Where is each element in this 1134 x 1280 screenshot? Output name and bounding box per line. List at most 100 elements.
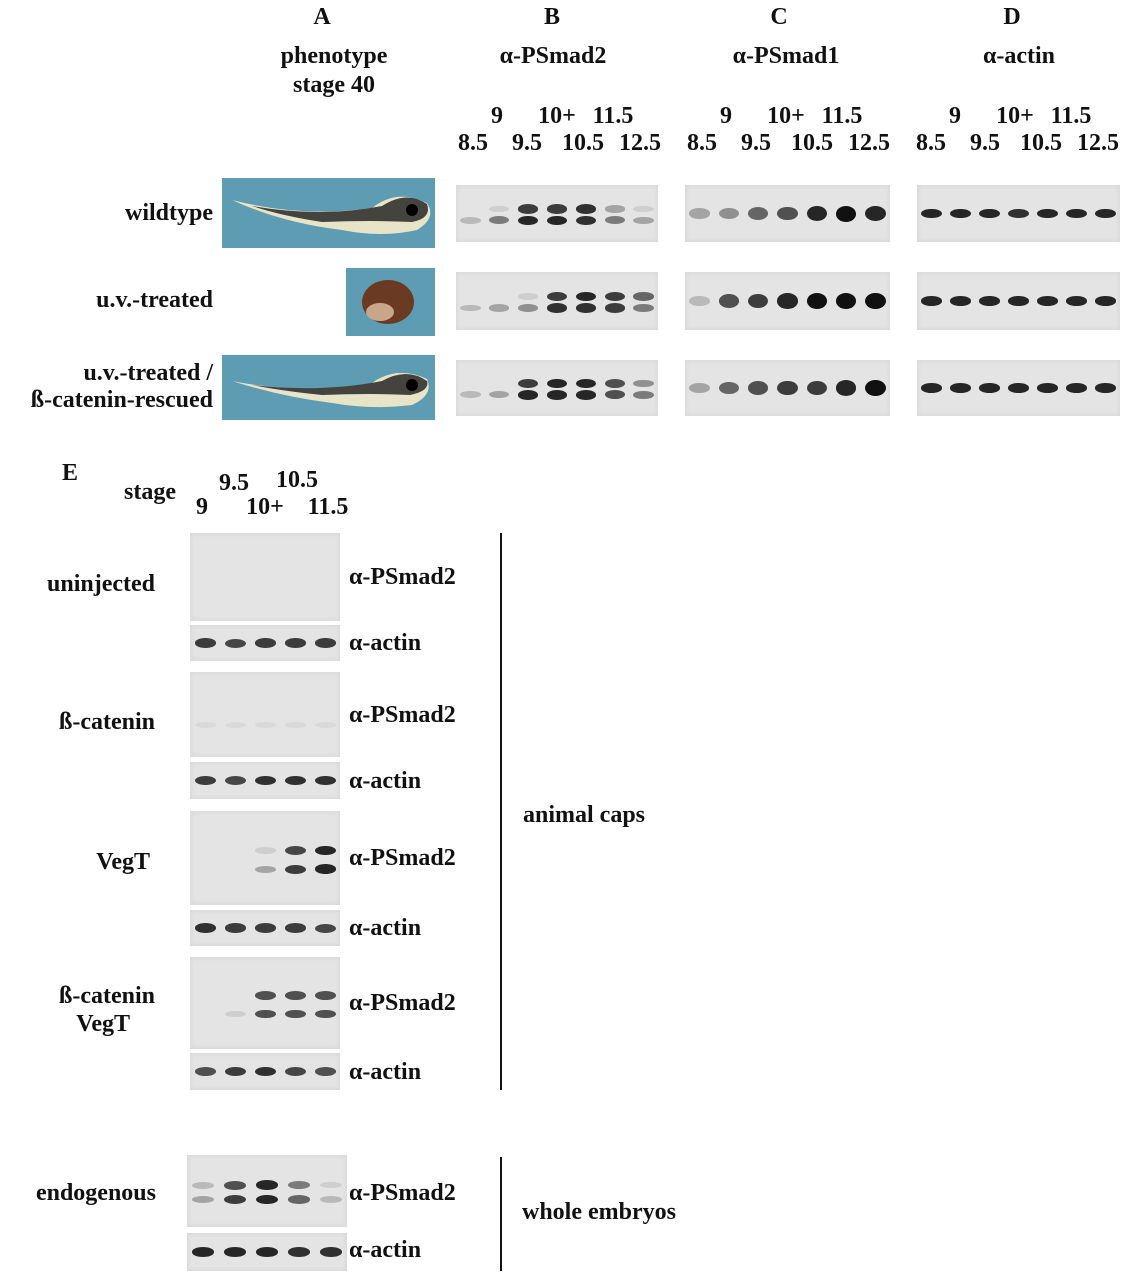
band [777,206,798,221]
band [633,292,654,301]
band [806,205,828,222]
band [718,207,740,220]
stage-e-9: 9 [196,494,208,520]
band [223,1180,247,1190]
band [254,1009,276,1019]
band [224,1010,246,1018]
blot-c-row-1 [685,272,890,330]
stage-c-top-2: 11.5 [821,103,863,129]
stage-c-bottom-1: 9.5 [741,130,771,156]
actin-label-1: α-actin [349,767,422,794]
stage-b-bottom-0: 8.5 [458,130,488,156]
band [489,304,510,312]
stage-c-top-1: 10+ [767,103,805,129]
stage-d-bottom-1: 9.5 [970,130,1000,156]
stage-b-bottom-1: 9.5 [512,130,542,156]
panel-d-letter: D [1003,4,1021,30]
psmad2-label-1: α-PSmad2 [349,701,456,728]
group-label-bcatenin: ß-catenin [59,709,155,735]
band [604,390,625,400]
band [921,296,942,306]
band [254,721,276,728]
blot-e-actin-1 [190,762,340,799]
panel-c-letter: C [770,4,788,30]
band [314,1009,336,1019]
band [224,923,246,933]
band [546,378,568,389]
band [284,721,306,728]
stage-c-top-0: 9 [720,103,732,129]
stage-b-top-1: 10+ [538,103,576,129]
blot-e-psmad2-0 [190,533,340,621]
stage-b-top-0: 9 [491,103,503,129]
blot-e-psmad2-1 [190,672,340,757]
embryo-image-wildtype [222,178,435,248]
embryo-image-rescued [222,355,435,420]
blot-b-row-0 [456,185,658,242]
band [633,390,654,399]
stage-d-bottom-3: 12.5 [1077,130,1119,156]
band [950,296,971,306]
band [489,216,510,225]
band [314,923,336,933]
band [1037,296,1058,306]
embryo-image-uv [346,268,435,336]
band [633,216,654,224]
band [194,638,216,648]
band [689,382,710,394]
band [518,204,539,214]
band [254,923,276,933]
blot-c-row-0 [685,185,890,242]
band [575,378,596,389]
band [921,383,942,393]
band [950,208,971,219]
group-label-endogenous: endogenous [35,1180,156,1206]
stage-b-bottom-2: 10.5 [562,130,604,156]
band [1066,383,1087,393]
stage-c-bottom-2: 10.5 [791,130,833,156]
band [255,1194,279,1205]
band [747,207,769,220]
band [254,865,276,873]
band [254,638,276,648]
band [314,864,336,875]
band [518,378,539,389]
band [284,638,306,648]
blot-e-actin-3 [190,1053,340,1090]
row-label-uv: u.v.-treated [96,287,213,313]
stage-d-top-0: 9 [949,103,961,129]
band [1037,383,1058,393]
row-label-rescued-1: u.v.-treated / [83,360,213,386]
band [921,208,942,219]
band [633,205,654,213]
band [223,1195,247,1205]
band [314,991,336,1001]
band [284,923,306,933]
band [604,379,625,388]
band [191,1196,215,1204]
band [546,204,568,214]
band [224,721,246,728]
band [835,205,857,222]
band [194,721,216,728]
band [1008,383,1029,393]
blot-b-row-1 [456,272,658,330]
band [575,215,596,226]
band [546,303,568,313]
stage-d-top-1: 10+ [996,103,1034,129]
band [604,205,625,213]
band [689,208,710,219]
band [718,381,740,395]
band [518,293,539,300]
stage-e-10.5: 10.5 [276,467,318,493]
band [835,380,857,396]
band [314,1067,336,1076]
psmad2-label-2: α-PSmad2 [349,845,456,871]
band [1008,208,1029,219]
band [518,304,539,312]
band [546,291,568,301]
band [224,776,246,785]
row-label-rescued-2: ß-catenin-rescued [30,387,213,413]
band [319,1182,343,1189]
